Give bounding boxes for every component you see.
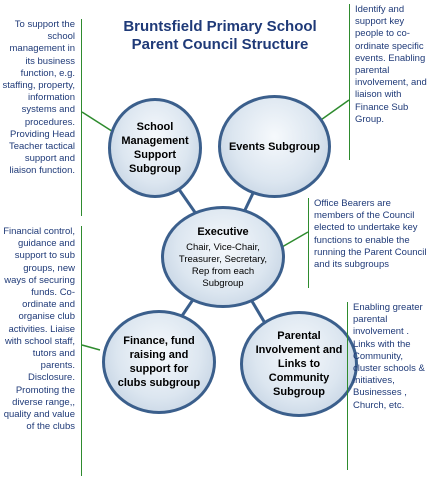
callout-events: [317, 99, 350, 123]
node-executive-label: Executive: [197, 225, 249, 238]
note-events: Identify and support key people to co-or…: [349, 4, 431, 160]
note-finance: Financial control, guidance and support …: [2, 226, 82, 476]
node-finance: Finance, fund raising and support for cl…: [102, 310, 216, 414]
node-executive: Executive Chair, Vice-Chair, Treasurer, …: [161, 206, 285, 308]
node-parental-label: Parental Involvement and Links to Commun…: [255, 330, 343, 398]
callout-finance: [81, 344, 101, 351]
node-executive-description: Chair, Vice-Chair, Treasurer, Secretary,…: [178, 241, 268, 289]
callout-executive: [281, 231, 309, 248]
node-events-label: Events Subgroup: [228, 140, 321, 153]
node-finance-label: Finance, fund raising and support for cl…: [117, 335, 201, 389]
node-school-management-label: School Management Support Subgroup: [121, 121, 189, 175]
note-executive: Office Bearers are members of the Counci…: [308, 198, 430, 288]
note-parental: Enabling greater parental involvement . …: [347, 302, 427, 470]
note-school-management: To support the school management in its …: [2, 19, 82, 216]
node-parental: Parental Involvement and Links to Commun…: [240, 311, 358, 417]
diagram-title: Bruntsfield Primary School Parent Counci…: [123, 18, 317, 53]
node-school-management: School Management Support Subgroup: [108, 98, 202, 198]
node-events: Events Subgroup: [218, 95, 331, 198]
